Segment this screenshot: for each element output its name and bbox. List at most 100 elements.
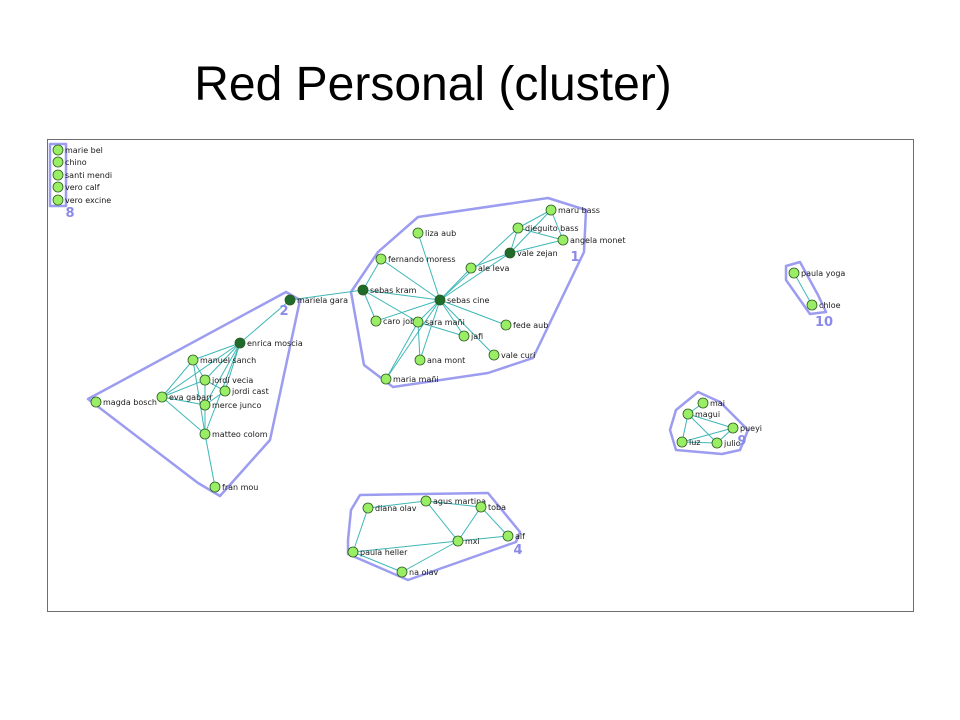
node-marker[interactable] bbox=[434, 294, 446, 306]
node-marie-bel[interactable]: marie bel bbox=[52, 144, 103, 156]
node-caro-jobb[interactable]: caro jobb bbox=[370, 315, 420, 327]
node-marker[interactable] bbox=[156, 391, 168, 403]
node-marker[interactable] bbox=[557, 234, 569, 246]
node-na-olav[interactable]: na olav bbox=[396, 566, 439, 578]
node-marker[interactable] bbox=[357, 284, 369, 296]
node-fernando-moress[interactable]: fernando moress bbox=[375, 253, 456, 265]
node-marker[interactable] bbox=[488, 349, 500, 361]
node-marker[interactable] bbox=[375, 253, 387, 265]
node-ana-mont[interactable]: ana mont bbox=[414, 354, 465, 366]
node-marker[interactable] bbox=[504, 247, 516, 259]
node-label: na olav bbox=[409, 568, 439, 577]
node-vale-curi[interactable]: vale curi bbox=[488, 349, 535, 361]
node-marker[interactable] bbox=[347, 546, 359, 558]
node-julio[interactable]: julio bbox=[711, 437, 741, 449]
node-angela-monet[interactable]: angela monet bbox=[557, 234, 625, 246]
node-marker[interactable] bbox=[362, 502, 374, 514]
node-marker[interactable] bbox=[788, 267, 800, 279]
node-marker[interactable] bbox=[420, 495, 432, 507]
node-mxi[interactable]: mxi bbox=[452, 535, 480, 547]
node-marker[interactable] bbox=[465, 262, 477, 274]
node-marker[interactable] bbox=[414, 354, 426, 366]
node-marker[interactable] bbox=[711, 437, 723, 449]
node-marker[interactable] bbox=[412, 316, 424, 328]
node-dieguito-bass[interactable]: dieguito bass bbox=[512, 222, 578, 234]
node-alf[interactable]: alf bbox=[502, 530, 525, 542]
node-marker[interactable] bbox=[396, 566, 408, 578]
node-marker[interactable] bbox=[475, 501, 487, 513]
node-marker[interactable] bbox=[284, 294, 296, 306]
node-marker[interactable] bbox=[458, 330, 470, 342]
node-magda-bosch[interactable]: magda bosch bbox=[90, 396, 157, 408]
node-maria-mani[interactable]: maria mañi bbox=[380, 373, 439, 385]
node-label: vale curi bbox=[501, 351, 535, 360]
node-santi-mendi[interactable]: santi mendi bbox=[52, 169, 112, 181]
node-magui[interactable]: magui bbox=[682, 408, 720, 420]
node-matteo-colom[interactable]: matteo colom bbox=[199, 428, 268, 440]
edge-enrica-moscia--jordi-vecia bbox=[204, 342, 241, 381]
node-paula-yoga[interactable]: paula yoga bbox=[788, 267, 845, 279]
node-diana-olav[interactable]: diana olav bbox=[362, 502, 417, 514]
node-sara-mani[interactable]: sara mañi bbox=[412, 316, 465, 328]
node-vero-calf[interactable]: vero calf bbox=[52, 181, 100, 193]
node-eva-gabarr[interactable]: eva gabarr bbox=[156, 391, 213, 403]
node-chino[interactable]: chino bbox=[52, 156, 87, 168]
node-fede-aub[interactable]: fede aub bbox=[500, 319, 548, 331]
node-maru-bass[interactable]: maru bass bbox=[545, 204, 600, 216]
node-marker[interactable] bbox=[199, 399, 211, 411]
node-vale-zejan[interactable]: vale zejan bbox=[504, 247, 558, 259]
node-marker[interactable] bbox=[502, 530, 514, 542]
node-manuel-sanch[interactable]: manuel sanch bbox=[187, 354, 256, 366]
node-marker[interactable] bbox=[52, 156, 64, 168]
node-sebas-kram[interactable]: sebas kram bbox=[357, 284, 417, 296]
edge-mxi--alf bbox=[457, 535, 509, 542]
node-marker[interactable] bbox=[52, 181, 64, 193]
node-marker[interactable] bbox=[545, 204, 557, 216]
node-vero-excine[interactable]: vero excine bbox=[52, 194, 111, 206]
node-pueyi[interactable]: pueyi bbox=[727, 422, 762, 434]
node-agus-martina[interactable]: agus martina bbox=[420, 495, 486, 507]
node-marker[interactable] bbox=[370, 315, 382, 327]
node-marker[interactable] bbox=[209, 481, 221, 493]
node-marker[interactable] bbox=[500, 319, 512, 331]
node-luz[interactable]: luz bbox=[676, 436, 701, 448]
node-marker[interactable] bbox=[697, 397, 709, 409]
node-marker[interactable] bbox=[727, 422, 739, 434]
node-marker[interactable] bbox=[412, 227, 424, 239]
node-marker[interactable] bbox=[199, 374, 211, 386]
node-jafi[interactable]: jafi bbox=[458, 330, 483, 342]
node-marker[interactable] bbox=[452, 535, 464, 547]
node-marker[interactable] bbox=[52, 144, 64, 156]
node-jordi-vecia[interactable]: jordi vecia bbox=[199, 374, 253, 386]
node-marker[interactable] bbox=[219, 385, 231, 397]
node-label: maria mañi bbox=[393, 375, 439, 384]
edge-diana-olav--paula-heller bbox=[352, 507, 369, 553]
node-marker[interactable] bbox=[90, 396, 102, 408]
node-sebas-cine[interactable]: sebas cine bbox=[434, 294, 489, 306]
node-chloe[interactable]: chloe bbox=[806, 299, 841, 311]
node-liza-aub[interactable]: liza aub bbox=[412, 227, 456, 239]
node-label: matteo colom bbox=[212, 430, 268, 439]
node-marker[interactable] bbox=[234, 337, 246, 349]
node-marker[interactable] bbox=[682, 408, 694, 420]
node-paula-heller[interactable]: paula heller bbox=[347, 546, 408, 558]
node-merce-junco[interactable]: merce junco bbox=[199, 399, 261, 411]
node-enrica-moscia[interactable]: enrica moscia bbox=[234, 337, 303, 349]
node-marker[interactable] bbox=[52, 169, 64, 181]
node-marker[interactable] bbox=[806, 299, 818, 311]
node-mai[interactable]: mai bbox=[697, 397, 725, 409]
node-marker[interactable] bbox=[512, 222, 524, 234]
node-toba[interactable]: toba bbox=[475, 501, 506, 513]
node-marker[interactable] bbox=[199, 428, 211, 440]
node-fran-mou[interactable]: fran mou bbox=[209, 481, 258, 493]
node-marker[interactable] bbox=[676, 436, 688, 448]
edge-sebas-kram--mariela-gara bbox=[289, 289, 364, 301]
node-ale-leva[interactable]: ale leva bbox=[465, 262, 509, 274]
edge-magui--pueyi bbox=[687, 413, 734, 429]
node-marker[interactable] bbox=[380, 373, 392, 385]
node-marker[interactable] bbox=[187, 354, 199, 366]
node-jordi-cast[interactable]: jordi cast bbox=[219, 385, 269, 397]
node-marker[interactable] bbox=[52, 194, 64, 206]
node-mariela-gara[interactable]: mariela gara bbox=[284, 294, 348, 306]
